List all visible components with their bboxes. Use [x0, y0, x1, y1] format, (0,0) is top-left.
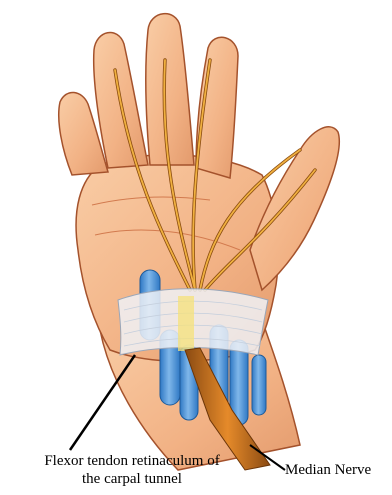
hand: [59, 14, 340, 470]
retinaculum-label-line1: Flexor tendon retinaculum of: [12, 452, 252, 470]
median-nerve-label: Median Nerve: [285, 461, 390, 479]
retinaculum-label-line2: the carpal tunnel: [12, 470, 252, 488]
retinaculum-leader-line: [70, 355, 135, 450]
nerve-under-retinaculum: [178, 296, 194, 351]
retinaculum-label: Flexor tendon retinaculum of the carpal …: [12, 452, 252, 488]
middle-finger: [146, 14, 194, 165]
